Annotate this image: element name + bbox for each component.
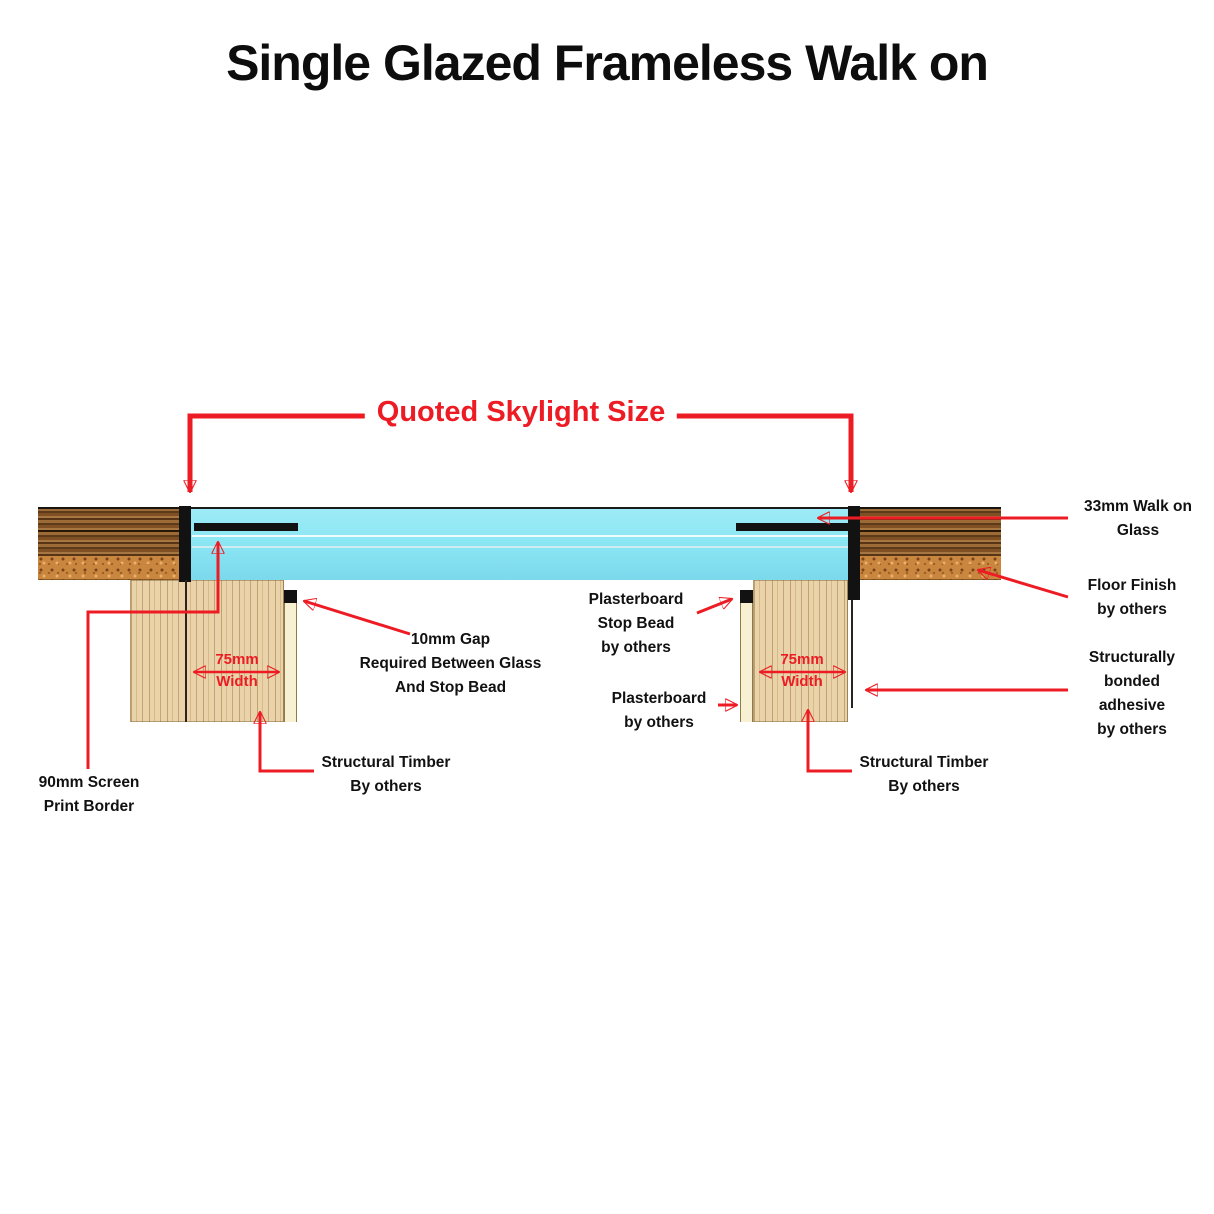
stop-bead-right	[740, 590, 753, 603]
glass-edge-seal-left	[179, 506, 191, 582]
walk-on-glass-pane	[180, 507, 860, 580]
walk-on-glass-label: 33mm Walk on Glass	[1084, 498, 1192, 540]
plasterboard-strip-left	[284, 603, 297, 722]
width-dimension-left-label: 75mm Width	[215, 651, 259, 690]
gap-note-label: 10mm Gap Required Between Glass And Stop…	[359, 631, 542, 697]
floor-plank-line-right	[860, 530, 1001, 532]
plasterboard-strip-right	[740, 603, 753, 722]
glass-interlayer-line-2	[192, 546, 848, 548]
bonded-adhesive-label: Structurally bonded adhesive by others	[1088, 649, 1176, 739]
width-dimension-right-label: 75mm Width	[780, 651, 824, 690]
screen-print-bar-right	[736, 523, 848, 531]
screen-print-border-label: 90mm Screen Print Border	[38, 774, 140, 816]
plasterboard-label: Plasterboard by others	[611, 690, 707, 732]
floor-plank-line-left	[38, 530, 180, 532]
structural-timber-right-label: Structural Timber By others	[859, 754, 989, 796]
quoted-skylight-size-label: Quoted Skylight Size	[364, 396, 678, 429]
stop-bead-left	[284, 590, 297, 603]
screen-print-bar-left	[194, 523, 298, 531]
floor-finish-screed-left	[38, 556, 180, 580]
adhesive-joint-line-left	[185, 580, 187, 722]
structural-timber-right	[753, 580, 848, 722]
glass-interlayer-line-1	[192, 535, 848, 537]
structural-timber-left-label: Structural Timber By others	[321, 754, 451, 796]
page-title: Single Glazed Frameless Walk on	[226, 35, 989, 91]
floor-finish-screed-right	[860, 556, 1001, 580]
arrow-plasterboard-stop-bead	[696, 599, 732, 615]
plasterboard-stop-bead-label: Plasterboard Stop Bead by others	[588, 591, 684, 657]
glass-edge-seal-right	[848, 506, 860, 600]
floor-finish-label: Floor Finish by others	[1087, 577, 1177, 619]
adhesive-joint-line-right	[851, 600, 853, 708]
